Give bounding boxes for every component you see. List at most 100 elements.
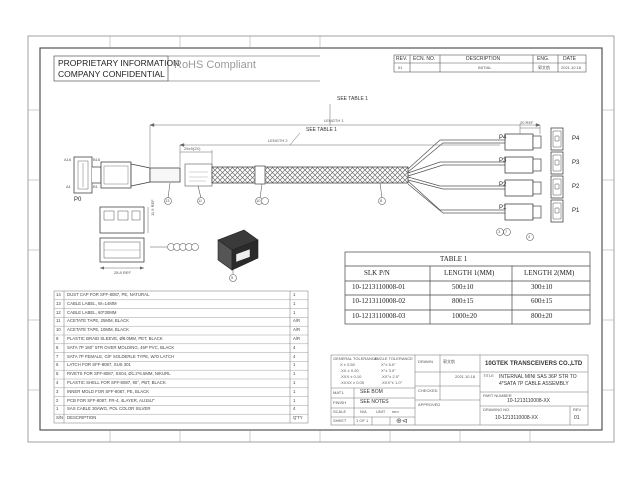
finish-value: SEE NOTES (360, 399, 389, 405)
rev-header-date: DATE (563, 56, 576, 62)
proprietary-line-1: PROPRIETARY INFORMATION (58, 58, 180, 68)
bom-item-number: 10 (56, 327, 61, 333)
dim-25-label: 25±5(2X) (184, 146, 201, 151)
bom-item-number: 13 (56, 300, 61, 306)
balloon-13: 13 (165, 198, 170, 203)
table1-cell: 600±15 (531, 297, 553, 305)
balloon-callouts (150, 182, 534, 282)
bom-item-qty: 1 (293, 388, 296, 394)
title-line-2: 4*SATA 7P CABLE ASSEMBLY (499, 381, 569, 387)
drawn-date: 2021.10.18 (455, 374, 476, 379)
bom-item-qty: 4 (293, 406, 296, 412)
sas-connector-p0 (73, 156, 213, 194)
table1-cell: 300±10 (531, 283, 553, 291)
revision-table-grid (393, 54, 587, 73)
bom-item-number: S/N (56, 415, 64, 421)
general-tolerance-label: GENERAL TOLERANCE (333, 356, 378, 361)
rohs-label: RoHS Compliant (174, 59, 256, 71)
length-2-label: LENGTH 2 (268, 138, 288, 143)
dimension-lines (149, 104, 541, 167)
table1-cell: 800±15 (452, 297, 474, 305)
pin-b1-label: B1 (93, 184, 98, 189)
title-label: TITLE (483, 373, 494, 378)
rev-header-eng: ENG. (537, 56, 550, 62)
bom-item-description: ACETATE TAPE, 25MM, BLACK (67, 318, 130, 324)
rev-row-eng: 郭文航 (538, 65, 550, 70)
table1-grid (344, 251, 591, 325)
table1-cell: 1000±20 (452, 312, 477, 320)
part-number-value: 10-1213110008-XX (507, 398, 550, 404)
bom-item-qty: 1 (293, 309, 296, 315)
pin-a16-label: A16 (64, 157, 72, 162)
balloon-7: 7 (505, 229, 508, 234)
rev-header-rev: REV. (396, 56, 408, 62)
balloon-9: 9 (231, 275, 234, 280)
bom-item-description: SAS CABLE 30AWG, POL COLOR SILVER (67, 406, 151, 412)
port-inner-p3: P3 (499, 158, 507, 164)
scale-label: SCALE (333, 409, 347, 414)
bom-item-description: DESCRIPTION (67, 415, 97, 421)
title-block-grid (330, 354, 589, 426)
finish-label: FINISH (333, 400, 347, 405)
balloon-10: 10 (256, 198, 261, 203)
port-inner-p4: P4 (499, 135, 507, 141)
angle-tolerance-line: .XXX°± 1.0° (381, 380, 403, 385)
bom-item-qty: A/R (293, 336, 301, 341)
bom-item-qty: 4 (293, 353, 296, 359)
bom-item-description: RIVETS FOR SFF-8087, SS04, Ø1.2*6.5MM, N… (67, 371, 171, 377)
checked-label: CHECKED (418, 388, 438, 393)
connector-isometric-view (217, 229, 259, 271)
bom-item-qty: 1 (293, 362, 296, 368)
fanout-cables (407, 139, 505, 214)
table1-title: TABLE 1 (440, 255, 468, 263)
angle-tolerance-line: X°± 5.0° (381, 362, 396, 367)
rev-row-date: 2021.10.18 (561, 65, 582, 70)
general-tolerance-line: .XXXX ± 0.05 (340, 380, 364, 385)
port-inner-p1: P1 (499, 205, 507, 211)
balloon-4: 4 (528, 234, 531, 239)
material-value: SEE BOM (360, 389, 383, 395)
rev-value: 01 (574, 415, 580, 421)
bom-item-qty: 1 (293, 292, 296, 297)
bom-item-qty: 1 (293, 397, 296, 403)
bom-item-number: 9 (56, 336, 59, 341)
bom-item-description: PLASTIC BRAID SLEEVE, Ø8.0MM, PET, BLACK (67, 336, 163, 341)
bom-item-description: CABLE LABEL, 60*30MM (67, 309, 117, 315)
table1-header-pn: SLK P/N (364, 269, 390, 277)
braided-cable-trunk (211, 166, 409, 184)
bom-item-qty: 1 (293, 371, 296, 377)
drawn-label: DRAWN (418, 359, 433, 364)
bom-item-number: 12 (56, 309, 61, 315)
rev-header-description: DESCRIPTION (466, 56, 501, 62)
bom-item-qty: 4 (293, 344, 296, 350)
bom-item-number: 11 (56, 318, 61, 324)
bom-item-description: LATCH FOR SFF-8087, SUS 301 (67, 362, 131, 368)
bom-item-number: 14 (56, 292, 61, 297)
scale-value: N/A (360, 409, 367, 414)
pin-b16-label: B16 (93, 157, 101, 162)
part-number-label: PART NUMBER (483, 393, 512, 398)
rev-row-description: INITIAL (478, 65, 492, 70)
drawing-number-label: DRAWING NO. (483, 407, 511, 412)
bom-item-description: CABLE LABEL, W=14MM (67, 300, 117, 306)
cable-label-tag (184, 163, 213, 187)
see-table-1-second: SEE TABLE 1 (306, 127, 337, 133)
rev-header-ecn: ECN. NO. (413, 56, 436, 62)
table1-header-length1: LENGTH 1(MM) (444, 269, 495, 277)
sata-connectors (504, 127, 564, 223)
bom-item-description: SATA 7P 180° 5TR OVER MOLDING, 45P PVC, … (67, 344, 175, 350)
general-tolerance-line: .XXX ± 0.10 (340, 374, 362, 379)
table1-cell: 800±20 (531, 312, 553, 320)
port-outer-p4: P4 (572, 136, 580, 142)
bom-item-number: 4 (56, 380, 59, 385)
general-tolerance-line: X ± 0.50 (340, 362, 355, 367)
sheet-label: SHEET (333, 418, 347, 423)
unit-label: UNIT (376, 409, 386, 414)
bom-item-description: INNER MOLD FOR SFF-8087, PE, BLACK (67, 388, 150, 394)
proprietary-box (53, 55, 169, 82)
title-line-1: INTERNAL MINI SAS 36P STR TO (499, 374, 577, 380)
bom-item-description: DUST CAP FOR SFF-8087, PE, NATURAL (67, 292, 150, 297)
balloon-3: 3 (498, 229, 501, 234)
